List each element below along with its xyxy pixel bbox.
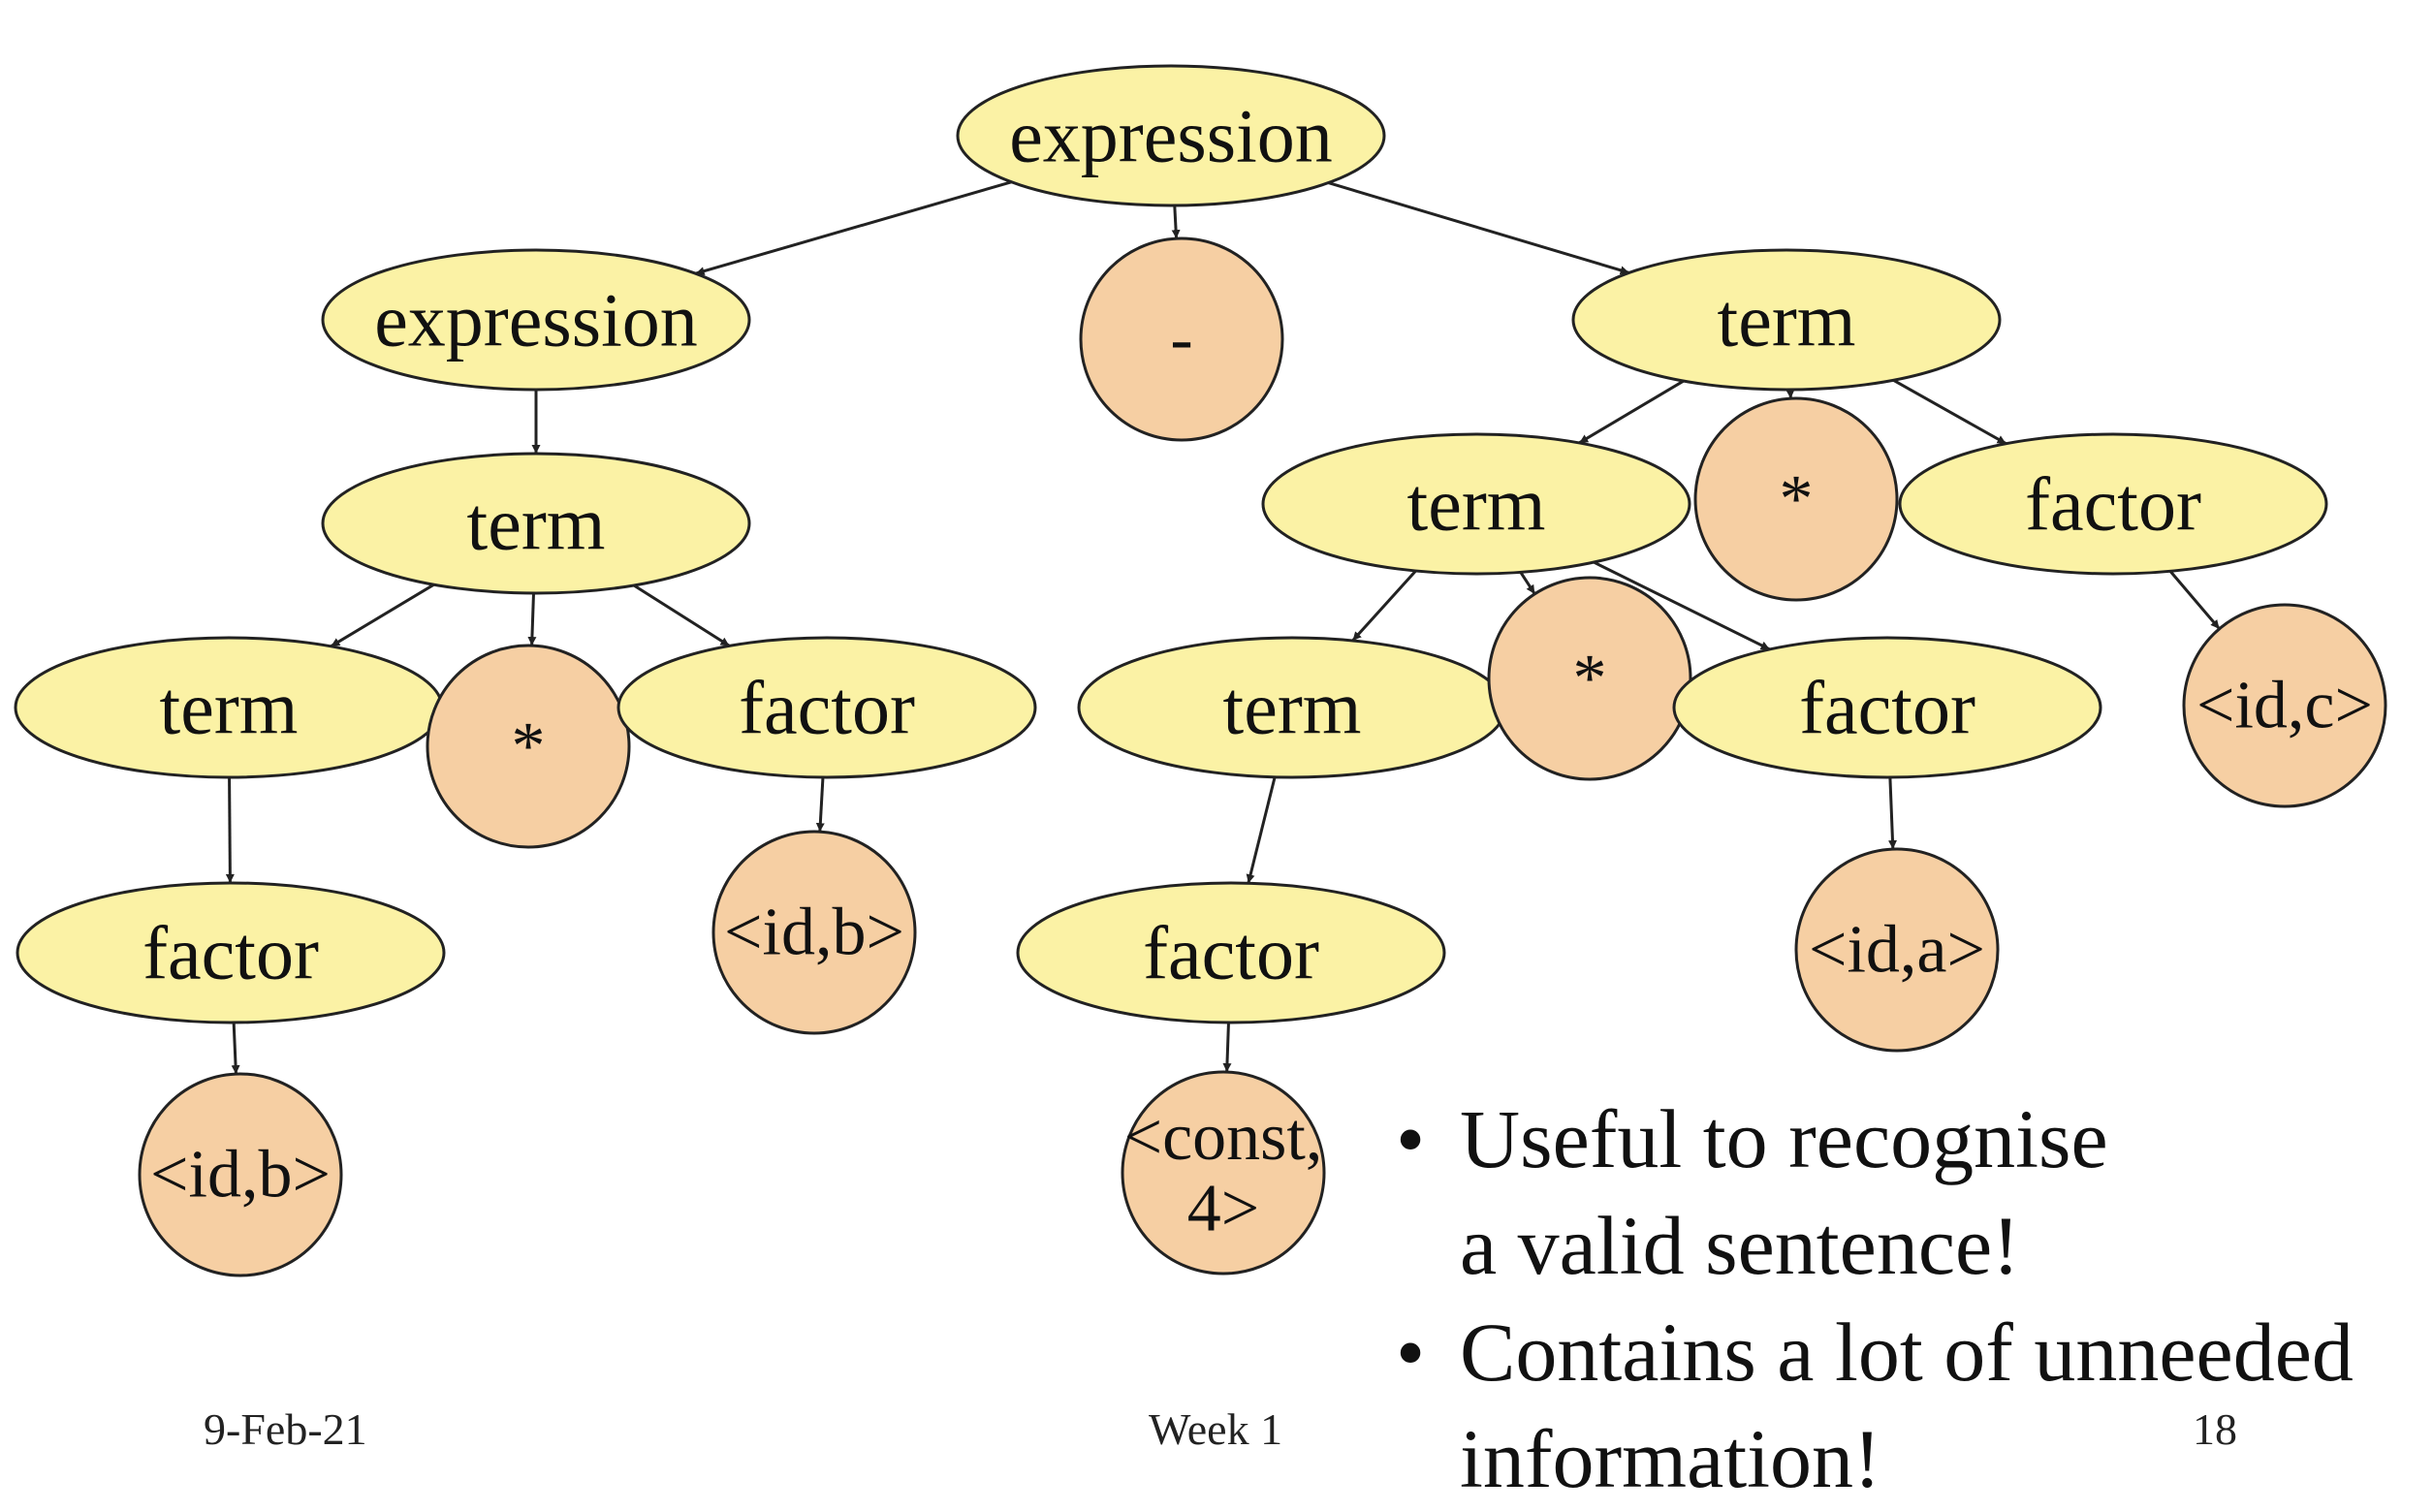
terminal-node-idc: <id,c> [2184, 605, 2386, 806]
footer-week: Week 1 [1149, 1403, 1282, 1455]
nonterminal-node-factorM: factor [1018, 883, 1444, 1023]
bullet-line: Useful to recognise [1460, 1086, 2423, 1192]
tree-edge-arrow [331, 584, 433, 646]
node-label: factor [2025, 462, 2201, 547]
nonterminal-node-termM2: term [1079, 638, 1505, 777]
node-label: factor [142, 911, 319, 995]
node-label: term [467, 482, 606, 566]
tree-edge-arrow [634, 585, 730, 646]
tree-edge-arrow [1227, 1023, 1229, 1072]
tree-edge-arrow [1248, 777, 1275, 883]
terminal-node-const: <const,4> [1122, 1072, 1324, 1274]
terminal-node-starL: * [427, 646, 629, 847]
node-label: * [1780, 462, 1814, 537]
nonterminal-node-factorR1: factor [1900, 434, 2326, 574]
tree-edge-arrow [1893, 380, 2006, 443]
node-label: factor [1799, 666, 1975, 750]
nonterminal-node-termR: term [1573, 250, 2000, 390]
terminal-node-starR1: * [1695, 398, 1897, 600]
node-label: <id,b> [724, 896, 904, 970]
tree-edge-arrow [1175, 205, 1177, 238]
node-label: * [1573, 642, 1607, 716]
tree-edge-arrow [1890, 777, 1893, 849]
node-label: term [1407, 462, 1546, 547]
nonterminal-node-root: expression [958, 66, 1384, 205]
terminal-node-ida: <id,a> [1796, 849, 1998, 1051]
bullet-list: • Useful to recognise a valid sentence! … [1396, 1086, 2423, 1512]
nonterminal-node-expr2: expression [323, 250, 749, 390]
tree-edge-arrow [1579, 381, 1684, 443]
node-label: - [1170, 302, 1192, 377]
tree-edge-arrow [1521, 572, 1535, 593]
node-label: term [1223, 666, 1362, 750]
bullet-symbol: • [1396, 1299, 1460, 1405]
node-label: 4> [1187, 1171, 1259, 1245]
node-label: expression [374, 278, 698, 362]
nonterminal-node-termM: term [1263, 434, 1690, 574]
node-label: term [160, 666, 299, 750]
nonterminal-node-factorL2: factor [17, 883, 444, 1023]
terminal-node-idb1: <id,b> [713, 832, 915, 1033]
tree-edge-arrow [234, 1023, 236, 1074]
footer-page-number: 18 [2193, 1403, 2237, 1455]
node-label: <id,c> [2196, 669, 2373, 743]
bullet-line: a valid sentence! [1460, 1192, 2423, 1299]
tree-edge-arrow [1352, 571, 1415, 641]
tree-edge-arrow [230, 777, 231, 883]
node-label: factor [739, 666, 915, 750]
nonterminal-node-termL1: term [323, 454, 749, 593]
node-label: * [512, 709, 546, 784]
node-label: <id,b> [150, 1138, 331, 1213]
nonterminal-node-factorR2: factor [1674, 638, 2101, 777]
tree-edge-arrow [1328, 183, 1628, 273]
footer-date: 9-Feb-21 [204, 1403, 367, 1455]
node-label: <id,a> [1809, 913, 1985, 988]
node-label: expression [1009, 94, 1333, 178]
bullet-symbol: • [1396, 1086, 1460, 1192]
bullet-line: information! [1460, 1405, 2423, 1512]
node-label: factor [1143, 911, 1319, 995]
bullet-item-2: • Contains a lot of unneeded information… [1396, 1299, 2423, 1512]
terminal-node-minus: - [1081, 238, 1282, 440]
tree-edge-arrow [820, 777, 823, 832]
tree-edge-arrow [2170, 571, 2220, 628]
nonterminal-node-termL2: term [16, 638, 442, 777]
bullet-line: Contains a lot of unneeded [1460, 1299, 2423, 1405]
tree-edge-arrow [532, 593, 534, 646]
nonterminal-node-factorL: factor [618, 638, 1035, 777]
tree-edge-arrow [696, 182, 1012, 273]
terminal-node-starR2: * [1489, 578, 1690, 779]
bullet-item-1: • Useful to recognise a valid sentence! [1396, 1086, 2423, 1299]
node-label: <const, [1124, 1100, 1323, 1175]
terminal-node-idb2: <id,b> [140, 1074, 341, 1276]
node-label: term [1718, 278, 1856, 362]
